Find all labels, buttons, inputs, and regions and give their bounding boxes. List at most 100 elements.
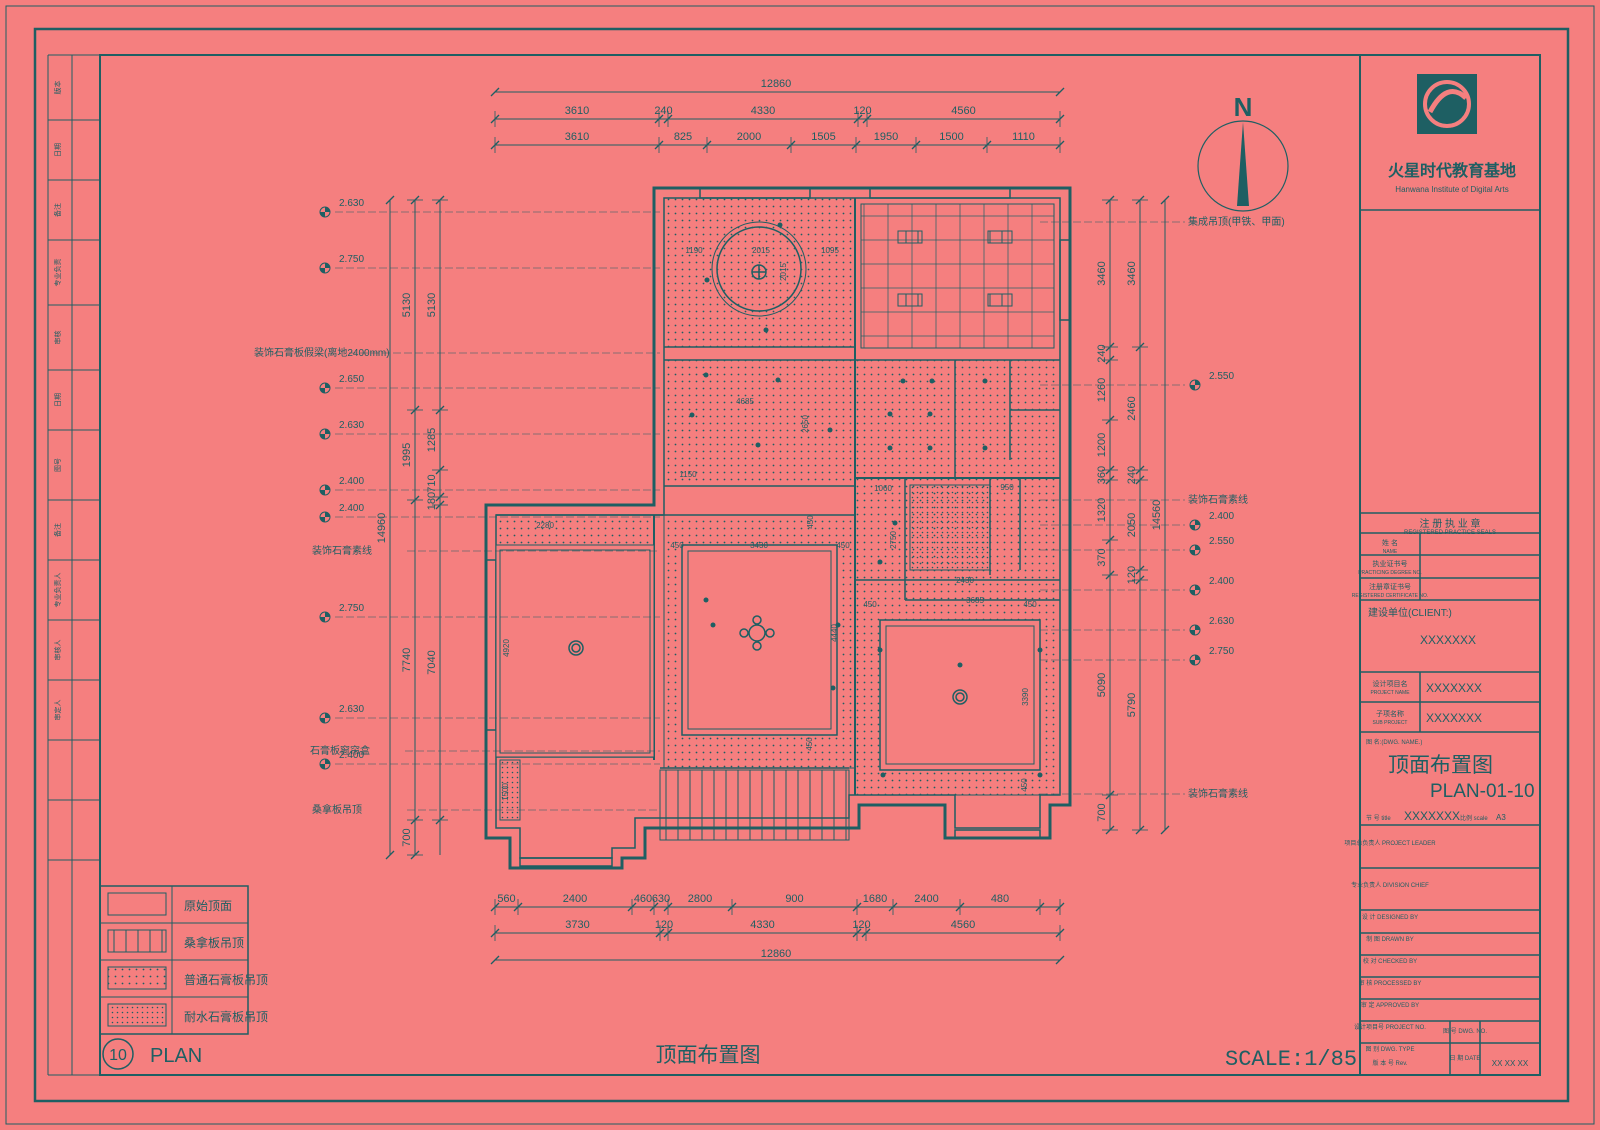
room-dimension: 4920 xyxy=(502,639,511,657)
room-dimension: 450 xyxy=(1023,600,1037,609)
room-dimension: 2015 xyxy=(779,263,788,281)
sub-project-label: 子项名称 xyxy=(1376,709,1404,718)
dim-left-col-a: 700 xyxy=(401,828,413,846)
dim-right-col-b: 5790 xyxy=(1126,693,1138,717)
dim-bottom-row1: 560 xyxy=(497,893,515,905)
project-label-en: PROJECT NAME xyxy=(1370,690,1410,696)
room-dimension: 450 xyxy=(1020,778,1029,792)
dim-right-col-b: 240 xyxy=(1126,466,1138,484)
dimension-lines xyxy=(389,91,1166,961)
level-marker-left: 2.400 xyxy=(339,750,364,761)
hatch-legend xyxy=(99,885,249,1035)
sign-row-label: 审 核 PROCESSED BY xyxy=(1359,979,1422,987)
dim-right-col-a: 370 xyxy=(1096,548,1108,566)
dim-right-col-a: 700 xyxy=(1096,803,1108,821)
north-arrow-circle xyxy=(1197,120,1289,212)
reg-no-label: 执业证书号 xyxy=(1373,559,1408,568)
room-dimension: 450 xyxy=(670,541,684,550)
callout-false-beam: 装饰石膏板假梁(离地2400mm) xyxy=(254,346,390,359)
dim-bottom-row1: 2400 xyxy=(563,893,587,905)
dim-top-row1: 4560 xyxy=(951,105,975,117)
room-dimension: 450 xyxy=(863,600,877,609)
level-marker-right: 2.400 xyxy=(1209,576,1234,587)
dim-right-col-a: 5090 xyxy=(1096,673,1108,697)
dim-top-row2: 3610 xyxy=(565,131,589,143)
round-ceiling-feature xyxy=(716,226,802,312)
date-value: XX XX XX xyxy=(1492,1059,1529,1068)
dim-bottom-row1: 480 xyxy=(991,893,1009,905)
room-dimension: 4440 xyxy=(830,624,839,642)
sign-row-label: 图 别 DWG. TYPE xyxy=(1366,1045,1415,1053)
date-label: 日 期 DATE xyxy=(1450,1054,1481,1062)
level-marker-left: 2.630 xyxy=(339,198,364,209)
dim-top-row1: 120 xyxy=(853,105,871,117)
room-dimension: 450 xyxy=(806,515,815,529)
cert-label-en: REGISTERED CERTIFICATE NO. xyxy=(1352,593,1429,599)
dim-right-col-a: 3460 xyxy=(1096,261,1108,285)
client-value: XXXXXXX xyxy=(1420,633,1476,647)
dim-top-overall: 12860 xyxy=(761,78,792,90)
sign-row-label: 设计项目号 PROJECT NO. xyxy=(1354,1023,1426,1031)
room-dimension: 1150 xyxy=(679,470,697,479)
revision-strip-label: 审核人 xyxy=(53,640,62,661)
dim-top-row1: 240 xyxy=(654,105,672,117)
dim-right-col-b: 2460 xyxy=(1126,396,1138,420)
north-arrow-icon xyxy=(1237,122,1249,206)
ceiling-hatches xyxy=(495,197,1061,841)
dim-top-row2: 2000 xyxy=(737,131,761,143)
revision-strip-label: 专业负责人 xyxy=(53,573,62,608)
project-value: XXXXXXX xyxy=(1426,681,1482,695)
sub-project-value: XXXXXXX xyxy=(1426,711,1482,725)
dwg-no-label: 图 号 DWG. NO. xyxy=(1443,1028,1487,1035)
cert-label: 注册章证书号 xyxy=(1369,582,1411,591)
room-dimension: 2750 xyxy=(889,531,898,549)
dim-left-overall: 14960 xyxy=(376,513,388,544)
dim-left-col-b: 1285 xyxy=(426,428,438,452)
level-marker-right: 2.750 xyxy=(1209,646,1234,657)
dim-bottom-overall: 12860 xyxy=(761,948,792,960)
level-marker-left: 2.400 xyxy=(339,476,364,487)
dim-bottom-row2: 120 xyxy=(852,919,870,931)
scale-label: SCALE:1/85 xyxy=(1225,1047,1357,1072)
dim-left-col-b: 7040 xyxy=(426,650,438,674)
dim-bottom-row1: 460 xyxy=(634,893,652,905)
scale-field-value: A3 xyxy=(1496,813,1506,822)
sign-row-label: 设 计 DESIGNED BY xyxy=(1362,913,1418,921)
sign-row-label: 制 图 DRAWN BY xyxy=(1366,935,1413,943)
title-no-value: XXXXXXX xyxy=(1404,809,1460,823)
callout-curtain-box: 石膏板窗帘盒 xyxy=(310,744,370,757)
dim-right-col-a: 360 xyxy=(1096,466,1108,484)
sign-row-label: 校 对 CHECKED BY xyxy=(1363,957,1417,965)
dim-left-col-b: 710 xyxy=(426,474,438,492)
dim-bottom-row1: 1680 xyxy=(863,893,887,905)
dim-bottom-row2: 4560 xyxy=(951,919,975,931)
north-label: N xyxy=(1234,92,1253,122)
revision-strip-label: 图号 xyxy=(54,458,62,472)
revision-strip-label: 审定人 xyxy=(53,700,62,721)
dim-left-col-a: 7740 xyxy=(401,648,413,672)
dim-right-col-b: 120 xyxy=(1126,566,1138,584)
dwg-code: PLAN-01-10 xyxy=(1430,781,1535,802)
callout-gypsum-line-left: 装饰石膏素线 xyxy=(312,544,372,557)
level-marker-right: 2.550 xyxy=(1209,371,1234,382)
dim-top-row2: 1505 xyxy=(811,131,835,143)
revision-strip-label: 日期 xyxy=(54,393,62,407)
dining-gypsum-ceiling xyxy=(663,359,856,487)
drawing-number: 10 xyxy=(109,1047,127,1064)
dim-top-row2: 825 xyxy=(674,131,692,143)
dim-right-col-a: 1320 xyxy=(1096,498,1108,522)
reg-no-label-en: PRACTICING DEGREE NO. xyxy=(1358,570,1422,576)
dim-left-col-b: 5130 xyxy=(426,293,438,317)
room-dimension: 1500 xyxy=(501,783,510,801)
dim-top-row1: 4330 xyxy=(751,105,775,117)
dim-left-col-a: 5130 xyxy=(401,293,413,317)
dwg-name-label: 图 名:(DWG. NAME.) xyxy=(1366,738,1422,746)
dim-bottom-row1: 2400 xyxy=(914,893,938,905)
dim-left-col-a: 1995 xyxy=(401,443,413,467)
room-dimension: 2430 xyxy=(956,576,974,585)
callout-gypsum-line-bottom: 装饰石膏素线 xyxy=(1188,787,1248,800)
client-label: 建设单位(CLIENT:) xyxy=(1368,606,1452,619)
